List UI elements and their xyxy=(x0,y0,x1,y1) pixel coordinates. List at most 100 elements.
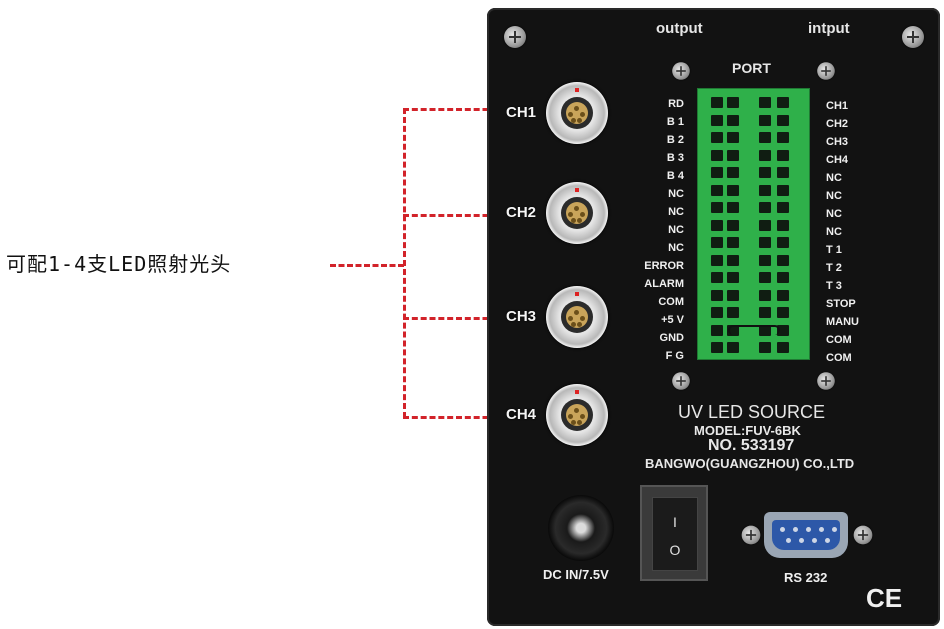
terminal-slot xyxy=(711,97,723,108)
terminal-row[interactable] xyxy=(697,287,808,305)
output-pin-label: F G xyxy=(665,350,684,362)
switch-on-symbol: I xyxy=(673,514,677,530)
channel-label: CH4 xyxy=(506,406,537,423)
input-pin-label: T 1 xyxy=(826,244,842,256)
input-pin-label: NC xyxy=(826,226,842,238)
terminal-slot xyxy=(759,237,771,248)
terminal-slot xyxy=(777,184,789,196)
output-pin-label: GND xyxy=(659,332,684,344)
channel-connector-1[interactable] xyxy=(546,82,608,144)
annotation-label: 可配1-4支LED照射光头 xyxy=(6,252,232,276)
terminal-slot xyxy=(759,289,771,301)
output-pin-label: ALARM xyxy=(644,278,684,290)
terminal-slot xyxy=(777,272,789,283)
terminal-row[interactable] xyxy=(697,304,808,322)
output-pin-label: NC xyxy=(668,224,684,236)
input-pin-label: NC xyxy=(826,208,842,220)
terminal-slot xyxy=(777,219,789,231)
terminal-slot xyxy=(759,202,771,213)
output-pin-label: B 3 xyxy=(666,152,684,164)
screw-rs232-right-icon xyxy=(853,525,873,545)
callout-line-vertical xyxy=(403,108,406,418)
terminal-slot xyxy=(727,132,739,143)
terminal-slot xyxy=(711,219,723,231)
input-pin-label: COM xyxy=(826,334,852,346)
terminal-row[interactable] xyxy=(697,234,808,252)
output-pin-label: NC xyxy=(668,242,684,254)
output-title: output xyxy=(656,20,703,37)
terminal-slot xyxy=(727,237,739,248)
screw-rs232-left-icon xyxy=(741,525,761,545)
callout-line-ch4 xyxy=(403,416,515,419)
input-pin-label: NC xyxy=(826,190,842,202)
channel-label: CH3 xyxy=(506,308,537,325)
output-pin-label: B 4 xyxy=(666,170,684,182)
input-pin-label: CH2 xyxy=(826,118,849,130)
terminal-slot xyxy=(727,184,739,196)
terminal-slot xyxy=(711,289,723,301)
input-pin-label: CH4 xyxy=(826,154,849,166)
terminal-slot xyxy=(727,114,739,126)
channel-label: CH1 xyxy=(506,104,537,121)
input-pin-label: STOP xyxy=(826,298,856,310)
screw-lower-right-icon xyxy=(817,372,835,390)
terminal-row[interactable] xyxy=(697,217,808,235)
terminal-slot xyxy=(759,167,771,178)
terminal-row[interactable] xyxy=(697,182,808,200)
output-pin-label: ERROR xyxy=(644,260,684,272)
input-pin-label: COM xyxy=(826,352,852,364)
switch-off-symbol: O xyxy=(669,542,681,558)
terminal-row[interactable] xyxy=(697,164,808,182)
terminal-slot xyxy=(759,272,771,283)
terminal-slot xyxy=(759,149,771,161)
terminal-slot xyxy=(727,272,739,283)
output-pin-label: NC xyxy=(668,188,684,200)
terminal-row[interactable] xyxy=(697,112,808,130)
terminal-row[interactable] xyxy=(697,252,808,270)
output-pin-label: RD xyxy=(668,98,684,110)
terminal-slot xyxy=(777,307,789,318)
dc-power-jack[interactable] xyxy=(548,495,614,561)
rs232-port[interactable] xyxy=(764,512,848,558)
product-serial: NO. 533197 xyxy=(708,437,795,454)
terminal-slot xyxy=(727,254,739,266)
channel-connector-2[interactable] xyxy=(546,182,608,244)
terminal-row[interactable] xyxy=(697,94,808,112)
screw-port-right-icon xyxy=(817,62,835,80)
channel-connector-4[interactable] xyxy=(546,384,608,446)
terminal-slot xyxy=(711,272,723,283)
terminal-slot xyxy=(759,254,771,266)
terminal-row[interactable] xyxy=(697,147,808,165)
terminal-row[interactable] xyxy=(697,129,808,147)
terminal-slot xyxy=(711,132,723,143)
callout-line-ch3 xyxy=(403,317,515,320)
terminal-slot xyxy=(711,342,723,353)
terminal-row[interactable] xyxy=(697,339,808,357)
input-title: intput xyxy=(808,20,850,37)
product-maker: BANGWO(GUANGZHOU) CO.,LTD xyxy=(645,456,855,471)
ce-mark: CE xyxy=(866,583,903,613)
terminal-slot xyxy=(711,254,723,266)
terminal-slot xyxy=(711,149,723,161)
jumper-wire xyxy=(728,325,780,335)
switch-rocker[interactable]: I O xyxy=(652,497,698,571)
input-pin-label: NC xyxy=(826,172,842,184)
terminal-slot xyxy=(777,132,789,143)
dc-label: DC IN/7.5V xyxy=(543,567,609,582)
screw-top-right-icon xyxy=(902,26,924,48)
terminal-slot xyxy=(711,237,723,248)
terminal-slot xyxy=(759,132,771,143)
terminal-slot xyxy=(711,307,723,318)
terminal-row[interactable] xyxy=(697,269,808,287)
power-switch[interactable]: I O xyxy=(640,485,708,581)
terminal-slot xyxy=(727,97,739,108)
terminal-slot xyxy=(759,184,771,196)
product-name: UV LED SOURCE xyxy=(678,402,826,422)
screw-top-left-icon xyxy=(504,26,526,48)
output-pin-label: B 2 xyxy=(666,134,684,146)
callout-line-ch2 xyxy=(403,214,515,217)
channel-connector-3[interactable] xyxy=(546,286,608,348)
terminal-row[interactable] xyxy=(697,199,808,217)
screw-port-left-icon xyxy=(672,62,690,80)
